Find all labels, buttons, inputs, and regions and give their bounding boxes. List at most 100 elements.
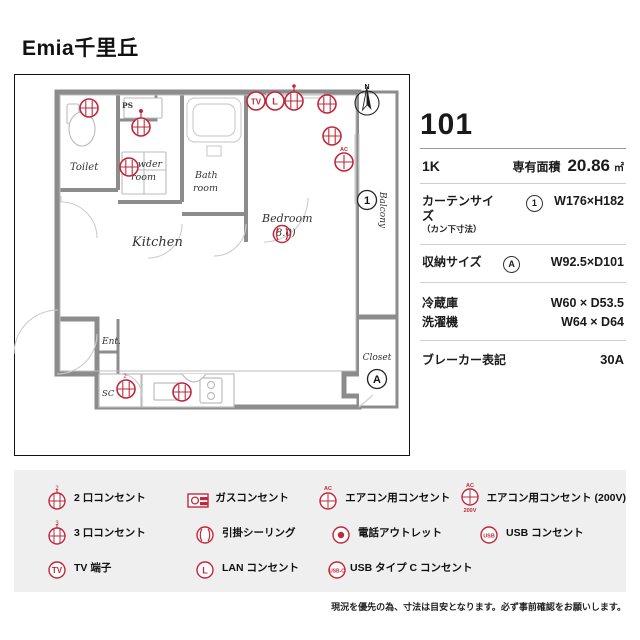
ac-outlet-200v-icon: AC 200V (453, 481, 487, 515)
outlet-marker-bedroom-top (284, 84, 304, 111)
room-number: 101 (420, 108, 474, 141)
divider (420, 339, 626, 341)
room-label-bedroom: Bedroom (261, 212, 313, 225)
page-title: Emia千里丘 (22, 37, 139, 60)
ac-outlet-icon: AC (311, 484, 345, 512)
svg-text:AC: AC (466, 483, 474, 489)
outlet-2-icon: 2 (40, 484, 74, 512)
compass-label: N (364, 84, 369, 91)
legend-item-ac-outlet: AC エアコン用コンセント (311, 484, 452, 512)
room-label-entrance: Ent. (101, 337, 121, 347)
room-label-powder2: room (131, 172, 156, 183)
legend-label: USB タイプ C コンセント (350, 562, 473, 574)
unit-info-panel: 101 1K 専有面積 20.86 ㎡ カーテンサイズ （カン下寸法） 1 W1… (420, 110, 626, 372)
legend-row: 2 2 口コンセント (14, 480, 626, 515)
appliance-row: 冷蔵庫 W60 × D53.5 (422, 294, 624, 311)
legend-label: USB コンセント (506, 527, 584, 539)
legend-panel: 2 2 口コンセント (14, 470, 626, 592)
svg-text:AC: AC (324, 486, 332, 492)
legend-item-ceiling-hook: 引掛シーリング (188, 519, 324, 547)
curtain-size-label: カーテンサイズ （カン下寸法） (422, 194, 505, 235)
outlet-marker-powder-lower (119, 157, 139, 177)
legend-label: 電話アウトレット (358, 527, 442, 539)
breaker-row: ブレーカー表記 30A (420, 341, 626, 372)
room-label-powder: Powder (125, 159, 164, 170)
disclaimer-text: 現況を優先の為、寸法は目安となります。必ず事前確認をお願いします。 (331, 602, 626, 612)
svg-text:A: A (373, 374, 381, 386)
washer-label: 洗濯機 (422, 314, 459, 329)
legend-item-ac-outlet-200v: AC 200V エアコン用コンセント (200V) (453, 481, 626, 515)
layout-type: 1K (422, 158, 440, 174)
usb-c-outlet-icon: USB-C (324, 554, 350, 582)
legend-label: LAN コンセント (222, 562, 299, 574)
outlet-marker-tv: TV (246, 91, 266, 111)
plan-marker-curtain: 1 (356, 189, 378, 211)
legend-label: 3 口コンセント (74, 527, 146, 539)
room-label-sc: SC (102, 389, 115, 399)
curtain-mark: 1 (515, 195, 555, 212)
breaker-value: 30A (600, 351, 624, 367)
tv-outlet-icon: TV (40, 554, 74, 582)
outlet-marker-ac: AC (334, 147, 354, 172)
svg-text:L: L (202, 565, 208, 575)
svg-text:2: 2 (123, 374, 127, 380)
room-label-closet: Closet (363, 353, 392, 363)
gas-outlet-icon (181, 484, 215, 512)
plan-marker-storage: A (366, 368, 388, 390)
svg-text:1: 1 (364, 195, 370, 207)
divider (420, 183, 626, 184)
ceiling-hook-icon (188, 519, 222, 547)
outlet-marker-toilet (79, 98, 99, 118)
door-swings (13, 196, 309, 397)
svg-text:200V: 200V (463, 508, 476, 514)
outlet-marker-powder-upper (131, 109, 151, 137)
legend-item-outlet-2: 2 2 口コンセント (40, 484, 181, 512)
outlet-marker-kitchen-center (172, 382, 192, 402)
room-label-bedroom-size: (8.0) (272, 228, 296, 239)
lan-outlet-icon: L (188, 554, 222, 582)
divider (420, 243, 626, 245)
curtain-size-sublabel: （カン下寸法） (422, 224, 482, 234)
legend-item-gas-outlet: ガスコンセント (181, 484, 311, 512)
legend-label: エアコン用コンセント (345, 492, 451, 504)
layout-area-row: 1K 専有面積 20.86 ㎡ (420, 149, 626, 183)
toilet-fixture (66, 103, 96, 147)
legend-item-usb-c-outlet: USB-C USB タイプ C コンセント (324, 554, 473, 582)
storage-mark: A (492, 255, 532, 273)
svg-text:USB: USB (483, 533, 495, 539)
legend-item-lan-outlet: L LAN コンセント (188, 554, 324, 582)
svg-text:AC: AC (340, 147, 348, 153)
outlet-3-icon: 3 (40, 519, 74, 547)
area-label: 専有面積 (512, 160, 561, 174)
area-unit: ㎡ (614, 163, 624, 174)
ceiling-hook-marker-bedroom (272, 224, 292, 244)
legend-item-tv-outlet: TV TV 端子 (40, 554, 188, 582)
usb-outlet-icon: USB (472, 519, 506, 547)
svg-text:TV: TV (251, 97, 262, 106)
outlet-marker-bedroom-right-1 (317, 94, 337, 114)
curtain-size-title: カーテンサイズ (422, 194, 495, 223)
room-label-kitchen: Kitchen (131, 235, 183, 250)
appliance-row: 洗濯機 W64 × D64 (422, 313, 624, 330)
legend-label: 引掛シーリング (222, 527, 296, 539)
bathtub-fixture (186, 97, 242, 157)
curtain-size-value: W176×H182 (554, 194, 624, 208)
fridge-value: W60 × D53.5 (550, 295, 624, 310)
outlet-marker-lan: L (265, 91, 285, 111)
room-label-balcony: Balcony (377, 191, 387, 229)
legend-row: TV TV 端子 L LAN コンセント USB (14, 550, 626, 585)
legend-label: 2 口コンセント (74, 492, 146, 504)
outlet-marker-bedroom-right-2 (322, 126, 342, 146)
legend-item-phone-outlet: 電話アウトレット (324, 519, 472, 547)
curtain-mark-circle: 1 (525, 195, 543, 212)
compass-icon: N (349, 82, 385, 118)
storage-mark-circle: A (503, 255, 521, 273)
svg-text:USB-C: USB-C (329, 568, 345, 574)
svg-text:L: L (272, 97, 278, 107)
outlet-marker-kitchen-left: 2 (116, 374, 136, 399)
fridge-label: 冷蔵庫 (422, 295, 459, 310)
room-label-bathroom2: room (193, 183, 218, 194)
divider (420, 281, 626, 283)
legend-label: エアコン用コンセント (200V) (486, 492, 626, 504)
